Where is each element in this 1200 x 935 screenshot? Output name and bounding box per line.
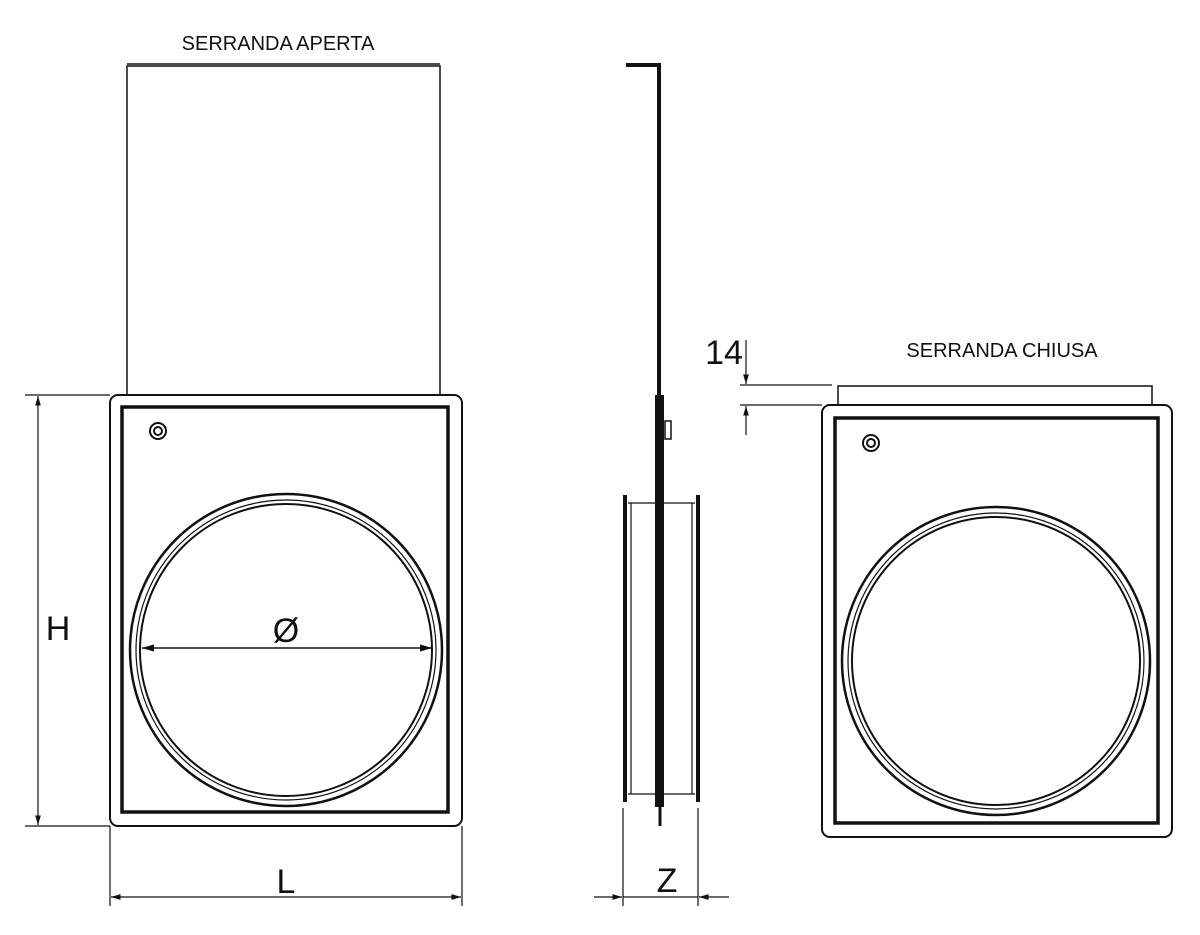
closed-blade-top (837, 385, 1153, 406)
blade-offset-label: 14 (705, 334, 743, 372)
closed-view-title: SERRANDA CHIUSA (906, 340, 1098, 362)
width-label: L (277, 863, 296, 901)
duct-circle (128, 492, 444, 808)
inner-frame (833, 416, 1160, 825)
outer-frame (821, 404, 1173, 838)
width-dimension (109, 826, 463, 906)
bolt-icon (862, 434, 880, 452)
depth-label: Z (657, 862, 678, 900)
open-view-title: SERRANDA APERTA (182, 33, 375, 55)
inner-frame (120, 405, 450, 814)
depth-dimension (594, 808, 729, 906)
outer-frame (109, 394, 463, 827)
height-dimension (25, 394, 110, 827)
bolt-icon (149, 422, 167, 440)
blade-offset-dimension (740, 340, 832, 435)
open-blade (126, 63, 441, 396)
damper-side-view: Z (594, 63, 729, 906)
height-label: H (46, 610, 71, 648)
closed-damper-front-view: SERRANDA CHIUSA 14 (705, 334, 1173, 838)
duct-circle (840, 505, 1152, 817)
diameter-label: Ø (273, 612, 299, 650)
open-damper-front-view: SERRANDA APERTA Ø H L (25, 33, 463, 906)
